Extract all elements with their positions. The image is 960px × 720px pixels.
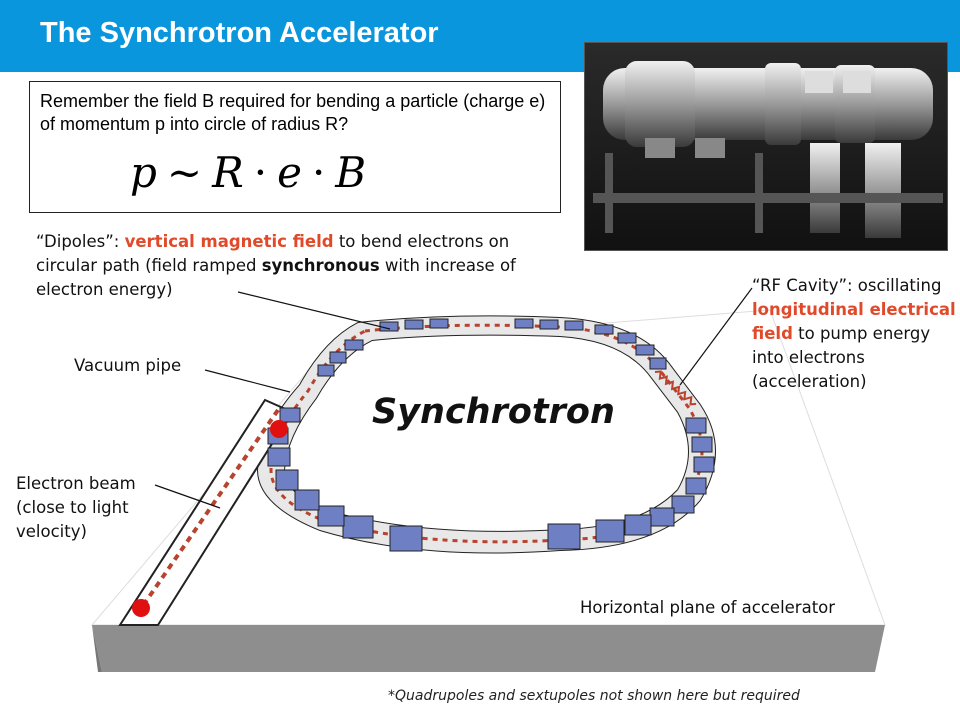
plane-edge (92, 625, 885, 672)
dipoles-label-highlight: vertical magnetic field (124, 232, 334, 251)
dipole-magnet (685, 417, 707, 434)
dipole-magnet (429, 318, 449, 329)
rf-cavity-label-suffix: to pump energy into electrons (accelerat… (752, 324, 931, 391)
dipole-magnet (379, 321, 399, 332)
rf-cavity-label-prefix: “RF Cavity”: oscillating (752, 276, 942, 295)
dipoles-label-suffix: with increase of electron energy) (36, 256, 516, 299)
dipole-magnet (317, 364, 335, 377)
formula-p: p (130, 148, 157, 197)
dipole-magnet (595, 519, 625, 543)
rf-cavity-photo (584, 42, 948, 251)
dipole-magnet (693, 456, 715, 473)
ring-inner-edge (282, 333, 690, 533)
formula-dot-2: · (311, 148, 326, 197)
dipole-magnet (594, 324, 614, 335)
dipole-magnet (624, 514, 652, 536)
vacuum-pipe-label: Vacuum pipe (74, 356, 182, 375)
dipole-magnet (342, 515, 374, 539)
momentum-formula: p∼R·e·B (130, 148, 366, 197)
formula-b: B (335, 148, 367, 197)
title-bar: The Synchrotron Accelerator (0, 0, 960, 72)
dipoles-label-prefix: “Dipoles”: (36, 232, 125, 251)
dipole-magnet (671, 495, 695, 514)
dipole-magnet (404, 319, 424, 330)
footnote: *Quadrupoles and sextupoles not shown he… (388, 688, 800, 704)
dipole-magnet (294, 489, 320, 511)
formula-dot-1: · (253, 148, 268, 197)
rf-cavity-label-highlight: longitudinal electrical field (752, 300, 956, 343)
dipole-magnet (617, 332, 637, 344)
horizontal-plane-label: Horizontal plane of accelerator (580, 598, 836, 617)
dipole-magnet (564, 320, 584, 331)
dipoles-label-bold: synchronous (261, 256, 380, 275)
dipole-magnet (547, 523, 581, 550)
dipole-magnet (279, 407, 301, 423)
dipole-magnet (317, 505, 345, 527)
dipole-magnet (389, 525, 423, 552)
electron-beam-label: Electron beam (close to light velocity) (16, 474, 136, 541)
electron-beam-leader (154, 484, 221, 509)
dipole-magnet (275, 469, 299, 491)
synchrotron-label: Synchrotron (372, 392, 615, 432)
plane-edge-left (92, 625, 102, 672)
dipoles-label: “Dipoles”: vertical magnetic field to be… (36, 230, 536, 302)
dipoles-leader (237, 291, 391, 330)
formula-box: Remember the field B required for bendin… (29, 81, 561, 213)
dipole-magnet (344, 339, 364, 351)
electron-dot (270, 420, 288, 438)
dipole-magnet (635, 344, 655, 356)
formula-question: Remember the field B required for bendin… (40, 91, 546, 134)
formula-e: e (277, 148, 302, 197)
dipole-magnet (267, 447, 291, 467)
dipole-magnet (329, 351, 347, 364)
dipole-magnet (649, 357, 667, 370)
dipole-magnet (539, 319, 559, 330)
rf-cavity-label: “RF Cavity”: oscillating longitudinal el… (752, 274, 957, 394)
slide-title: The Synchrotron Accelerator (40, 17, 439, 49)
dipole-magnet (691, 436, 713, 453)
injection-beam-path (138, 408, 280, 612)
vacuum-pipe-leader (204, 369, 291, 393)
dipole-magnet (685, 477, 707, 495)
electron-dot (132, 599, 150, 617)
formula-r: R (212, 148, 244, 197)
rf-cavity (654, 370, 697, 406)
dipoles-label-mid: to bend electrons on circular path (fiel… (36, 232, 510, 275)
rf-leader (679, 287, 753, 386)
dipole-magnet (514, 318, 534, 329)
dipole-magnet (649, 507, 675, 527)
formula-sim: ∼ (166, 148, 203, 197)
